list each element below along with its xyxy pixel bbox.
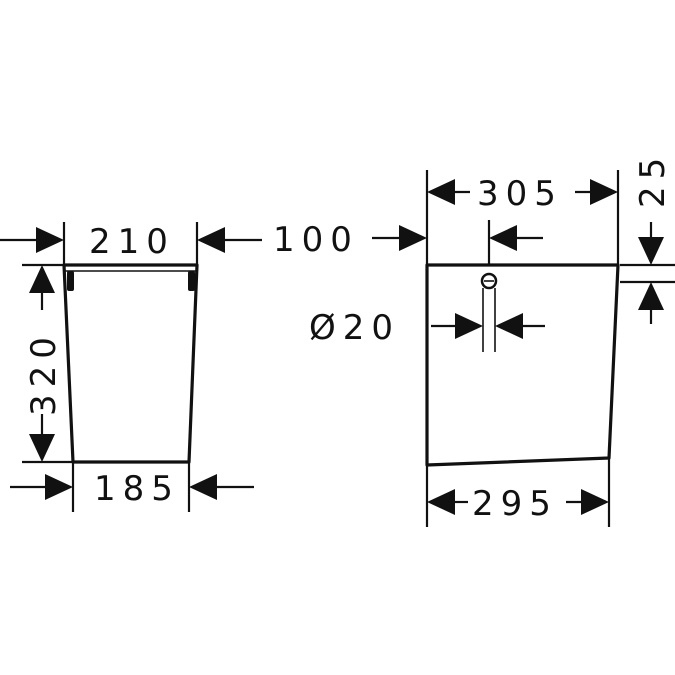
front-view bbox=[425, 263, 620, 467]
dim-front-bottom-width: 295 bbox=[425, 458, 611, 527]
arrow-icon bbox=[427, 179, 455, 205]
arrow-icon bbox=[489, 225, 517, 251]
arrow-icon bbox=[36, 227, 64, 253]
front-view-outline bbox=[425, 263, 620, 467]
dim-label-305: 305 bbox=[477, 174, 563, 214]
arrow-icon bbox=[495, 313, 523, 339]
dim-side-bottom-width: 185 bbox=[10, 462, 254, 512]
dim-front-top-thickness: 25 bbox=[620, 151, 675, 324]
arrow-icon bbox=[29, 434, 55, 462]
arrow-icon bbox=[189, 474, 217, 500]
side-view-outline bbox=[62, 263, 199, 464]
dim-hole-position bbox=[487, 220, 543, 265]
dim-label-210: 210 bbox=[89, 222, 175, 262]
arrow-icon bbox=[45, 474, 73, 500]
dim-offset: 100 bbox=[273, 220, 427, 260]
side-view bbox=[62, 263, 199, 464]
arrow-icon bbox=[638, 237, 664, 265]
arrow-icon bbox=[29, 265, 55, 293]
dim-label-320: 320 bbox=[24, 330, 64, 416]
arrow-icon bbox=[197, 227, 225, 253]
dim-label-185: 185 bbox=[94, 469, 180, 509]
arrow-icon bbox=[590, 179, 618, 205]
dim-side-height: 320 bbox=[22, 263, 73, 464]
dim-label-diameter-20: Ø20 bbox=[309, 308, 400, 348]
arrow-icon bbox=[427, 489, 455, 515]
side-view-right-clip bbox=[188, 271, 195, 291]
dim-hole-diameter: Ø20 bbox=[309, 308, 545, 348]
dim-label-100: 100 bbox=[273, 220, 359, 260]
dim-label-295: 295 bbox=[472, 484, 558, 524]
arrow-icon bbox=[455, 313, 483, 339]
dim-side-top-width: 210 bbox=[0, 222, 262, 265]
dim-label-25: 25 bbox=[633, 151, 673, 208]
arrow-icon bbox=[581, 489, 609, 515]
arrow-icon bbox=[399, 225, 427, 251]
side-view-left-clip bbox=[67, 271, 74, 291]
arrow-icon bbox=[638, 282, 664, 310]
dim-front-top-width: 305 bbox=[425, 170, 620, 265]
